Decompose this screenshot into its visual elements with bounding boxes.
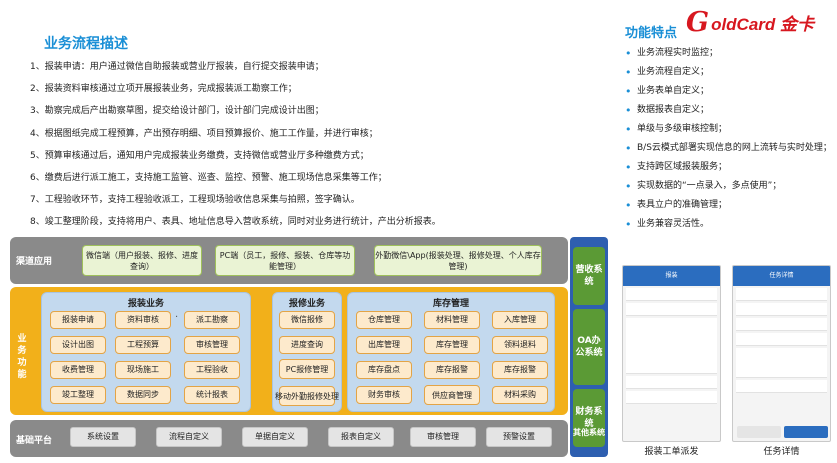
process-item: 5、预算审核通过后，通知用户完成报装业务缴费，支持微信或营业厅多种缴费方式； bbox=[30, 150, 369, 161]
btn-flow-custom: 流程自定义 bbox=[156, 427, 222, 447]
phone-dispatch: 报装 bbox=[622, 265, 721, 442]
btn-stat-report: 统计报表 bbox=[184, 386, 240, 404]
btn-stocktake: 库存盘点 bbox=[356, 361, 412, 379]
btn-system-settings: 系统设置 bbox=[70, 427, 136, 447]
process-list: 1、报装申请：用户通过微信自助报装或营业厅报装，自行提交报装申请； 2、报装资料… bbox=[30, 56, 560, 234]
business-label: 业务功能 bbox=[17, 334, 27, 380]
phone-submit-button bbox=[784, 426, 828, 438]
process-title: 业务流程描述 bbox=[44, 36, 128, 52]
architecture-diagram: 渠道应用 微信端（用户报装、报修、进度查询） PC端（员工，报修、报装、仓库等功… bbox=[10, 237, 568, 457]
phone-row bbox=[626, 288, 717, 301]
btn-stock-out: 出库管理 bbox=[356, 336, 412, 354]
process-item: 1、报装申请：用户通过微信自助报装或营业厅报装，自行提交报装申请； bbox=[30, 62, 324, 72]
logo-mark: G bbox=[686, 6, 709, 38]
btn-purchase: 材料采购 bbox=[492, 386, 548, 404]
btn-dispatch-survey: 派工勘察 bbox=[184, 311, 240, 329]
btn-construction: 现场施工 bbox=[115, 361, 171, 379]
feature-item: 业务兼容灵活性。 bbox=[624, 215, 836, 234]
btn-stock-alarm: 库存报警 bbox=[424, 361, 480, 379]
phone-row bbox=[736, 348, 827, 378]
btn-fee: 收费管理 bbox=[50, 361, 106, 379]
phone-header: 报装 bbox=[623, 266, 720, 286]
phone-row bbox=[736, 380, 827, 393]
btn-form-custom: 单据自定义 bbox=[242, 427, 308, 447]
caption-task-detail: 任务详情 bbox=[763, 447, 800, 457]
phone-cancel-button bbox=[737, 426, 781, 438]
channel-wechat: 微信端（用户报装、报修、进度查询） bbox=[82, 245, 202, 276]
channel-label: 渠道应用 bbox=[16, 257, 53, 267]
btn-design: 设计出图 bbox=[50, 336, 106, 354]
channel-mobile: 外勤微信\App(报装处理、报修处理、个人库存管理) bbox=[374, 245, 542, 276]
phone-row bbox=[736, 288, 827, 301]
btn-stock-alarm: 库存报警 bbox=[492, 361, 548, 379]
phone-row bbox=[736, 303, 827, 316]
btn-material: 材料管理 bbox=[424, 311, 480, 329]
btn-finance-audit: 财务审核 bbox=[356, 386, 412, 404]
phone-header: 任务详情 bbox=[733, 266, 830, 286]
phone-task-detail: 任务详情 bbox=[732, 265, 831, 442]
caption-dispatch: 报装工单派发 bbox=[644, 447, 699, 457]
external-systems: 营收系统 OA办公系统 财务系统 其他系统 bbox=[570, 237, 608, 457]
feature-item: 业务表单自定义； bbox=[624, 82, 836, 101]
btn-pc-repair: PC报修管理 bbox=[279, 359, 335, 379]
base-label: 基础平台 bbox=[16, 436, 53, 446]
btn-doc-review: 资料审核 bbox=[115, 311, 171, 329]
group-repair: 报修业务 微信报修 进度查询 PC报修管理 移动外勤报修处理 bbox=[272, 292, 342, 412]
btn-warehouse: 仓库管理 bbox=[356, 311, 412, 329]
system-revenue: 营收系统 bbox=[573, 247, 605, 305]
channel-band: 渠道应用 微信端（用户报装、报修、进度查询） PC端（员工，报修、报装、仓库等功… bbox=[10, 237, 568, 284]
system-oa: OA办公系统 bbox=[573, 309, 605, 385]
btn-wechat-repair: 微信报修 bbox=[279, 311, 335, 329]
features-list: 业务流程实时监控； 业务流程自定义； 业务表单自定义； 数据报表自定义； 单级与… bbox=[624, 44, 836, 234]
btn-acceptance: 工程验收 bbox=[184, 361, 240, 379]
btn-install-apply: 报装申请 bbox=[50, 311, 106, 329]
btn-data-sync: 数据同步 bbox=[115, 386, 171, 404]
feature-item: 单级与多级审核控制； bbox=[624, 120, 836, 139]
phone-card bbox=[626, 318, 717, 374]
btn-pick-return: 领料退料 bbox=[492, 336, 548, 354]
process-item: 4、根据图纸完成工程预算，产出预存明细、项目预算报价、施工工作量，并进行审核； bbox=[30, 128, 378, 139]
feature-item: 业务流程自定义； bbox=[624, 63, 836, 82]
process-item: 2、报装资料审核通过立项开展报装业务，完成报装派工勘察工作； bbox=[30, 84, 297, 95]
process-item: 3、勘察完成后产出勘察草图，提交给设计部门，设计部门完成设计出图； bbox=[30, 106, 324, 117]
btn-budget: 工程预算 bbox=[115, 336, 171, 354]
btn-audit-manage: 审核管理 bbox=[410, 427, 476, 447]
feature-item: 支持跨区域报装服务； bbox=[624, 158, 836, 177]
btn-stock-in: 入库管理 bbox=[492, 311, 548, 329]
features-title: 功能特点 bbox=[625, 26, 678, 41]
phone-row bbox=[626, 303, 717, 316]
channel-pc: PC端（员工，报修、报装、仓库等功能管理） bbox=[215, 245, 355, 276]
btn-progress-query: 进度查询 bbox=[279, 336, 335, 354]
goldcard-logo: G oldCard 金卡 bbox=[686, 5, 836, 39]
phone-row bbox=[736, 333, 827, 346]
group-title: 库存管理 bbox=[432, 299, 469, 309]
feature-item: 数据报表自定义； bbox=[624, 101, 836, 120]
feature-item: 业务流程实时监控； bbox=[624, 44, 836, 63]
feature-item: 表具立户的准确管理； bbox=[624, 196, 836, 215]
group-install: 报装业务 报装申请 资料审核 · 派工勘察 设计出图 工程预算 审核管理 收费管… bbox=[41, 292, 251, 412]
process-item: 8、竣工整理阶段，支持将用户、表具、地址信息导入营收系统，同时对业务进行统计，产… bbox=[30, 217, 441, 228]
feature-item: 实现数据的“一点录入，多点使用”； bbox=[624, 177, 836, 196]
dot-separator: · bbox=[175, 312, 179, 323]
btn-report-custom: 报表自定义 bbox=[328, 427, 394, 447]
system-finance: 财务系统 bbox=[573, 389, 605, 447]
phone-row bbox=[626, 391, 717, 404]
btn-supplier: 供应商管理 bbox=[424, 385, 480, 405]
btn-completion: 竣工整理 bbox=[50, 386, 106, 404]
process-item: 7、工程验收环节，支持工程验收派工，工程现场验收信息采集与拍照，签字确认。 bbox=[30, 195, 360, 206]
system-other: 其他系统 bbox=[573, 428, 605, 437]
btn-mobile-repair: 移动外勤报修处理 bbox=[275, 386, 339, 406]
phone-row bbox=[626, 376, 717, 389]
group-title: 报修业务 bbox=[288, 299, 325, 309]
btn-audit: 审核管理 bbox=[184, 336, 240, 354]
logo-text: oldCard 金卡 bbox=[711, 14, 815, 34]
btn-alert-settings: 预警设置 bbox=[486, 427, 552, 447]
feature-item: B/S云模式部署实现信息的网上流转与实时处理； bbox=[624, 139, 836, 158]
btn-inventory: 库存管理 bbox=[424, 336, 480, 354]
process-item: 6、缴费后进行派工施工，支持施工监管、巡查、监控、预警、施工现场信息采集等工作； bbox=[30, 173, 387, 184]
group-title: 报装业务 bbox=[127, 299, 164, 309]
phone-row bbox=[736, 318, 827, 331]
group-inventory: 库存管理 仓库管理 材料管理 入库管理 出库管理 库存管理 领料退料 库存盘点 … bbox=[347, 292, 555, 412]
